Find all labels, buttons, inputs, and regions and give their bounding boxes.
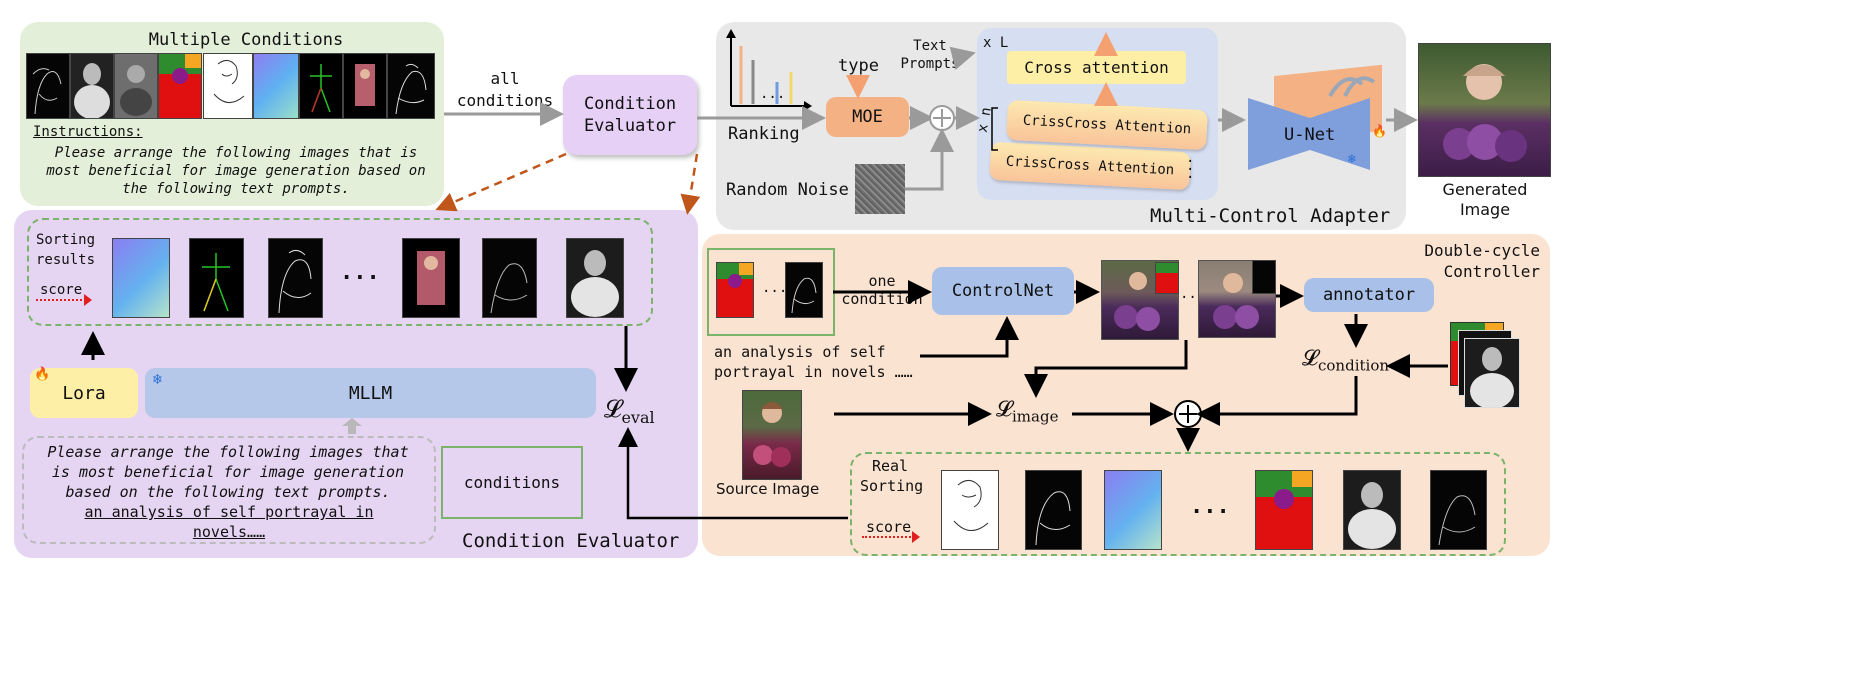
real-thumb-edges-2 [1430, 470, 1487, 550]
random-noise-label: Random Noise [726, 180, 849, 200]
multi-control-adapter-title: Multi-Control Adapter [1150, 205, 1391, 227]
prompt-text: Please arrange the following images that… [47, 443, 409, 501]
crisscross-attention-label-2: CrissCross Attention [1005, 153, 1175, 179]
lora-label: Lora [62, 382, 106, 404]
sorting-results-box [27, 218, 653, 326]
dc-thumb-edges [785, 262, 823, 318]
score-arrow [36, 299, 86, 301]
x-l-label: x L [983, 35, 1009, 51]
conditions-box: conditions [441, 446, 583, 519]
multiple-conditions-title: Multiple Conditions [148, 30, 344, 50]
random-noise-image [855, 164, 905, 214]
dc-small-ellipsis: ... [762, 280, 788, 296]
moe-label: MOE [852, 107, 883, 127]
mllm-label: MLLM [348, 382, 393, 404]
condition-thumb-segmentation [158, 53, 202, 119]
ranking-label: Ranking [728, 124, 800, 144]
sorting-results-label: Sorting results [36, 232, 96, 268]
unet-label: U-Net [1284, 125, 1336, 145]
condition-evaluator-title: Condition Evaluator [462, 530, 680, 552]
condition-thumb-photo [343, 53, 387, 119]
analysis-text: an analysis of self portrayal in novels … [714, 343, 913, 381]
sorted-thumb-depth [566, 238, 624, 318]
generated-image-label: Generated Image [1442, 180, 1528, 219]
prompt-link: an analysis of self portrayal in novels…… [84, 503, 374, 541]
score-label: score [40, 282, 83, 298]
generated-image [1418, 43, 1551, 177]
double-cycle-title: Double-cycle Controller [1424, 241, 1540, 281]
condition-thumb-edges [26, 53, 70, 119]
condition-thumb-pose [299, 53, 343, 119]
loss-image: 𝓛image [996, 397, 1059, 426]
real-sorting-ellipsis: ... [1190, 494, 1230, 519]
fire-icon: 🔥 [1372, 124, 1387, 138]
controlnet-box: ControlNet [932, 267, 1074, 315]
source-image-label: Source Image [716, 480, 820, 498]
condition-thumb-edges-2 [387, 53, 435, 119]
lora-fire-icon: 🔥 [34, 367, 51, 382]
real-thumb-segmentation [1255, 470, 1313, 550]
one-condition-label: one condition [841, 272, 923, 308]
real-thumb-depth [1343, 470, 1401, 550]
score-arrow-head [84, 294, 92, 306]
mllm-box: MLLM [145, 368, 596, 418]
dc-output-edges-inset [1252, 260, 1276, 294]
annotator-box: annotator [1304, 278, 1434, 312]
dc-thumb-segmentation [716, 262, 754, 318]
condition-thumb-depth [70, 53, 114, 119]
loss-condition: 𝓛condition [1302, 346, 1390, 375]
loss-eval: 𝓛eval [604, 395, 655, 427]
instructions-label: Instructions: [33, 124, 143, 140]
real-sorting-box [850, 452, 1506, 556]
moe-box: MOE [826, 97, 909, 137]
sorted-thumb-photo [402, 238, 460, 318]
sorted-thumb-edges [268, 238, 323, 318]
cross-attention-box: Cross attention [1007, 51, 1186, 84]
condition-thumb-sketch [203, 53, 253, 119]
annotator-label: annotator [1322, 285, 1416, 305]
sorted-thumb-normal [112, 238, 170, 318]
condition-thumb-normal [253, 53, 299, 119]
real-score-arrow-head [912, 531, 920, 543]
controlnet-label: ControlNet [951, 281, 1055, 301]
all-conditions-label: all conditions [456, 69, 554, 110]
condition-evaluator-box: Condition Evaluator [563, 75, 697, 155]
sum-node [1174, 400, 1202, 428]
real-thumb-edges [1025, 470, 1082, 550]
prompt-box [22, 436, 436, 544]
cross-attention-label: Cross attention [1024, 58, 1169, 77]
real-thumb-sketch [941, 470, 999, 550]
crisscross-dots: ··· [1186, 154, 1195, 186]
real-thumb-normal [1104, 470, 1162, 550]
condition-thumb-gray [114, 53, 158, 119]
snowflake-icon: ❄ [1348, 152, 1356, 167]
sorting-ellipsis: ... [340, 260, 380, 285]
sorted-thumb-edges-2 [482, 238, 537, 318]
real-score-label: score [866, 518, 912, 536]
dc-output-segmentation-inset [1155, 262, 1179, 294]
real-score-arrow [862, 536, 914, 538]
mllm-snowflake-icon: ❄ [153, 370, 163, 388]
ranking-ellipsis: ... [760, 86, 786, 102]
source-image [742, 390, 802, 480]
stack-thumb-depth [1464, 338, 1520, 409]
type-label: type [838, 56, 879, 76]
text-prompts-label: Text Prompts [900, 38, 960, 72]
real-sorting-label: Real Sorting [860, 457, 924, 495]
crisscross-attention-label-1: CrissCross Attention [1022, 112, 1192, 138]
lora-box: Lora [30, 368, 138, 418]
condition-evaluator-box-label: Condition Evaluator [583, 94, 677, 136]
instructions-text: Please arrange the following images that… [46, 145, 426, 197]
sorted-thumb-pose [189, 238, 244, 318]
conditions-label: conditions [463, 473, 561, 492]
